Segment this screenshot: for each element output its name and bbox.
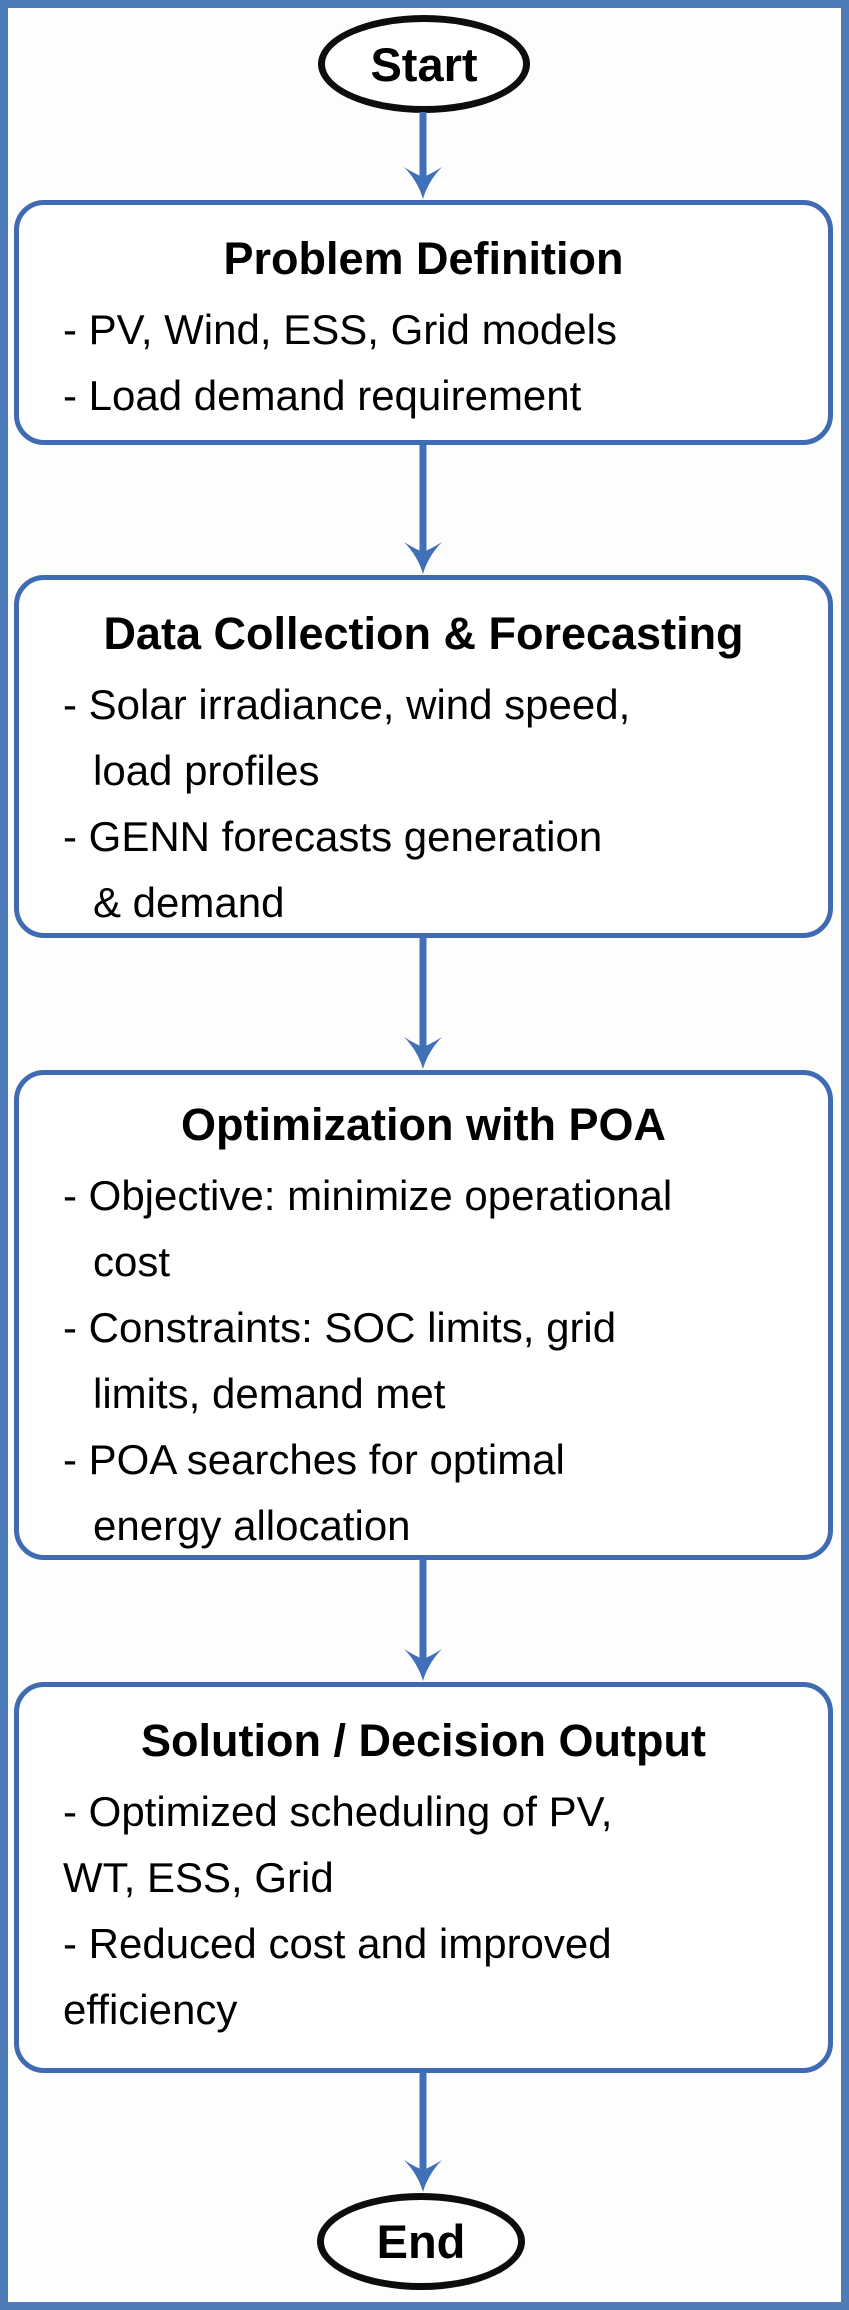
node-text-line: - Constraints: SOC limits, grid: [63, 1304, 617, 1351]
node-text-line: - POA searches for optimal: [63, 1436, 565, 1483]
node-text-line: energy allocation: [93, 1502, 411, 1549]
arrow-down-icon: [404, 542, 442, 574]
flow-node-solution-decision-output: Solution / Decision Output - Optimized s…: [14, 1682, 833, 2073]
node-text-line: - Solar irradiance, wind speed,: [63, 681, 631, 728]
node-text-line: - GENN forecasts generation: [63, 813, 603, 860]
node-title: Data Collection & Forecasting: [103, 608, 744, 659]
end-label: End: [376, 2215, 466, 2268]
arrow-shaft: [419, 112, 427, 180]
node-text-line: - Optimized scheduling of PV,: [63, 1788, 613, 1835]
node-text-line: efficiency: [63, 1986, 238, 2033]
arrow-shaft: [419, 445, 427, 555]
end-terminator: End: [317, 2193, 525, 2290]
arrow-shaft: [419, 1559, 427, 1662]
connector-box4-to-end: [401, 2072, 445, 2193]
node-text-line: - Reduced cost and improved: [63, 1920, 612, 1967]
arrow-down-icon: [404, 1649, 442, 1681]
node-text-line: load profiles: [93, 747, 320, 794]
node-text-line: & demand: [93, 879, 285, 926]
arrow-down-icon: [404, 2160, 442, 2192]
node-text-line: cost: [93, 1238, 171, 1285]
connector-box2-to-box3: [401, 937, 445, 1070]
start-terminator: Start: [318, 15, 530, 113]
flow-node-problem-definition: Problem Definition - PV, Wind, ESS, Grid…: [14, 200, 833, 445]
node-text-line: - Objective: minimize operational: [63, 1172, 673, 1219]
node-text-line: - Load demand requirement: [63, 372, 582, 419]
arrow-down-icon: [404, 1037, 442, 1069]
arrow-shaft: [419, 937, 427, 1050]
connector-start-to-box1: [401, 112, 445, 200]
node-title: Problem Definition: [223, 233, 624, 284]
arrow-down-icon: [404, 167, 442, 199]
flow-node-data-collection-forecasting: Data Collection & Forecasting - Solar ir…: [14, 575, 833, 938]
node-text-line: limits, demand met: [93, 1370, 446, 1417]
start-label: Start: [370, 37, 478, 91]
node-title: Optimization with POA: [181, 1099, 666, 1150]
node-text-line: - PV, Wind, ESS, Grid models: [63, 306, 617, 353]
flow-node-optimization-with-poa: Optimization with POA - Objective: minim…: [14, 1070, 833, 1560]
connector-box3-to-box4: [401, 1559, 445, 1682]
node-title: Solution / Decision Output: [141, 1715, 706, 1766]
node-text-line: WT, ESS, Grid: [63, 1854, 334, 1901]
connector-box1-to-box2: [401, 445, 445, 575]
arrow-shaft: [419, 2072, 427, 2173]
